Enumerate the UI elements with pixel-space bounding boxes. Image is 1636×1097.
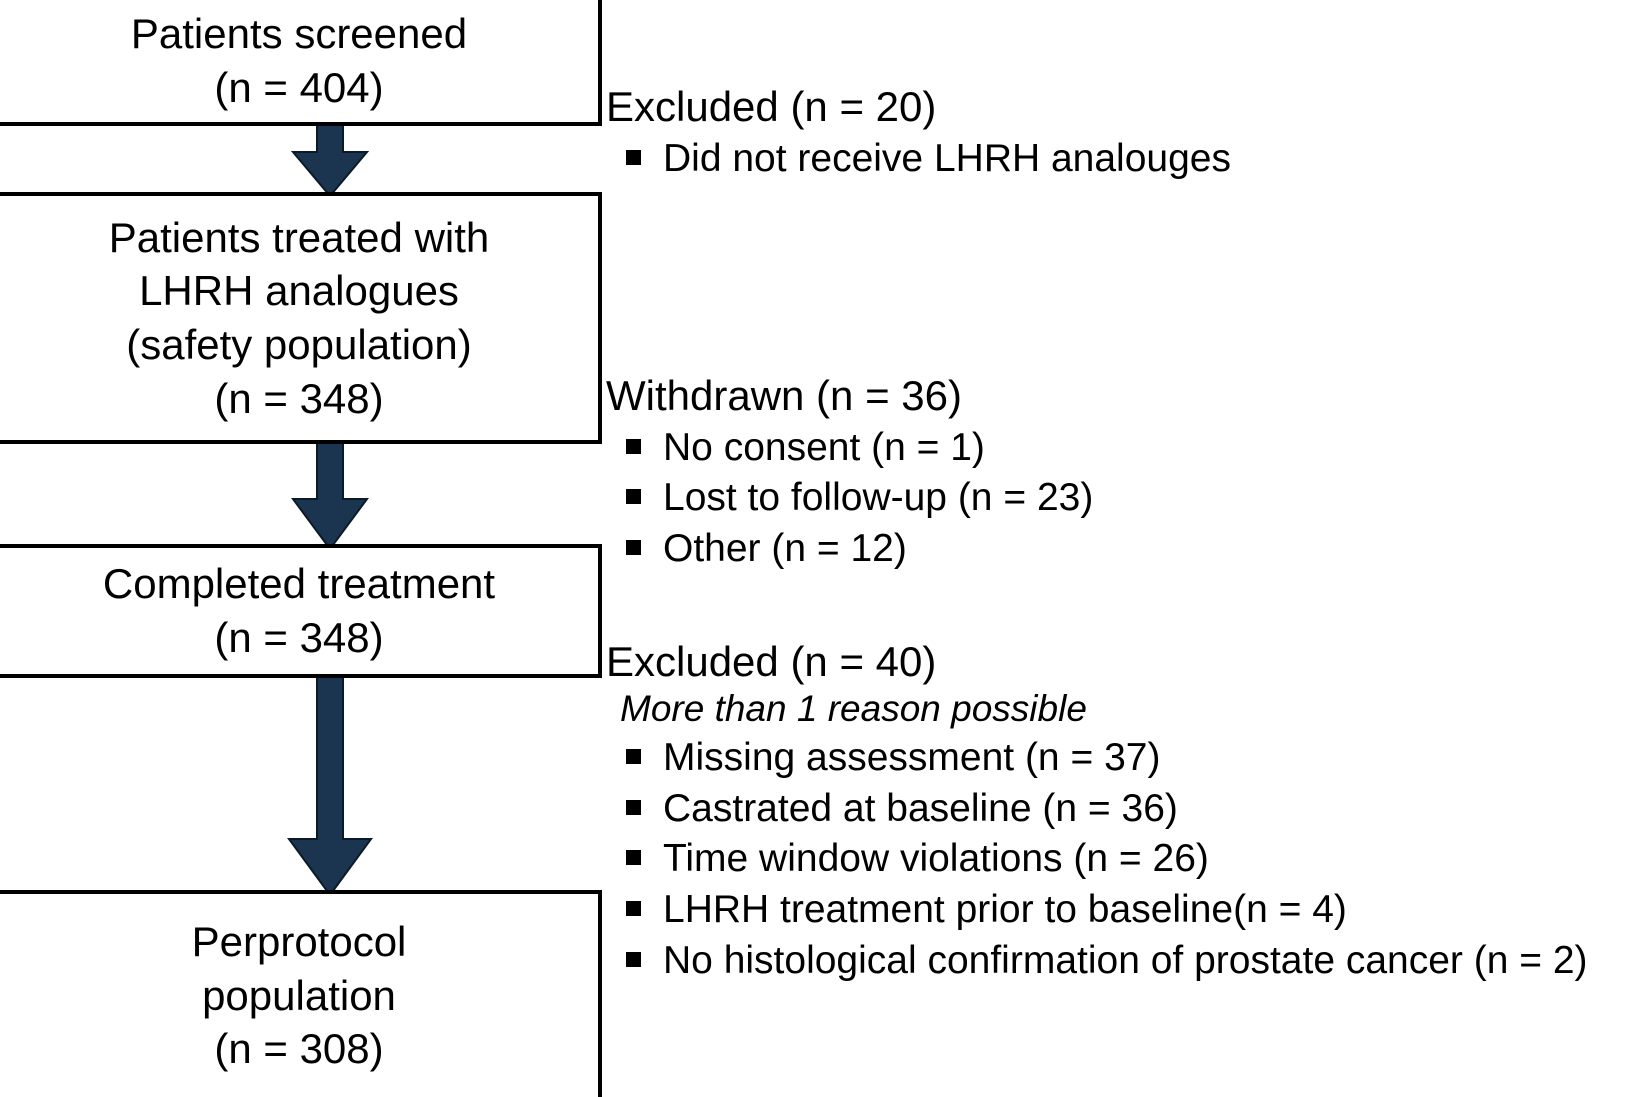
flow-box-patients-treated-count: (n = 348): [214, 374, 384, 422]
list-item: Lost to follow-up (n = 23): [606, 473, 1093, 524]
list-item-label: Did not receive LHRH analouges: [663, 136, 1231, 180]
flow-box-perprotocol-population: Perprotocol population (n = 308): [0, 890, 602, 1097]
note-withdrawn-36: Withdrawn (n = 36) No consent (n = 1) Lo…: [606, 371, 1093, 575]
flow-box-patients-screened-label: Patients screened: [130, 10, 468, 58]
flow-box-patients-treated-label-line3: (safety population): [126, 321, 472, 368]
note-excluded-40-subtitle: More than 1 reason possible: [620, 687, 1087, 729]
list-item: Castrated at baseline (n = 36): [606, 784, 1588, 835]
arrow-down-icon-treated-to-completed: [291, 437, 369, 549]
flow-box-completed-treatment-count: (n = 348): [214, 614, 384, 661]
list-item-label: Lost to follow-up (n = 23): [663, 476, 1094, 520]
list-item-label: LHRH treatment prior to baseline(n = 4): [663, 888, 1347, 931]
square-bullet-icon: [626, 850, 641, 866]
list-item: Other (n = 12): [606, 524, 1093, 575]
list-item-label: Missing assessment (n = 37): [663, 735, 1161, 779]
flow-box-patients-screened-count: (n = 404): [214, 64, 384, 111]
list-item: No histological confirmation of prostate…: [606, 936, 1588, 987]
list-item-label: No consent (n = 1): [663, 425, 985, 469]
flow-box-patients-treated-label-line1: Patients treated with: [108, 213, 490, 261]
list-item: No consent (n = 1): [606, 423, 1093, 474]
square-bullet-icon: [626, 748, 641, 764]
square-bullet-icon: [626, 799, 641, 815]
flow-box-perprotocol-population-label-line1: Perprotocol: [191, 917, 407, 965]
square-bullet-icon: [626, 951, 641, 967]
square-bullet-icon: [626, 149, 641, 165]
list-item-label: Time window violations (n = 26): [663, 837, 1209, 881]
list-item-label: No histological confirmation of prostate…: [663, 938, 1588, 982]
arrow-down-icon-screened-to-treated: [290, 118, 370, 196]
note-excluded-40-list: Missing assessment (n = 37) Castrated at…: [606, 733, 1588, 986]
note-excluded-20-title: Excluded (n = 20): [606, 83, 937, 130]
square-bullet-icon: [626, 901, 641, 916]
note-withdrawn-36-title: Withdrawn (n = 36): [606, 372, 962, 419]
list-item: Did not receive LHRH analouges: [606, 134, 1231, 185]
note-excluded-40-title: Excluded (n = 40): [606, 638, 937, 685]
list-item: Missing assessment (n = 37): [606, 733, 1588, 784]
list-item-label: Other (n = 12): [663, 526, 907, 570]
flow-box-completed-treatment: Completed treatment (n = 348): [0, 544, 602, 678]
flow-box-patients-screened: Patients screened (n = 404): [0, 0, 602, 126]
flow-box-perprotocol-population-count: (n = 308): [214, 1025, 384, 1073]
list-item: LHRH treatment prior to baseline(n = 4): [606, 885, 1588, 936]
flow-box-patients-treated-label-line2: LHRH analogues: [139, 267, 459, 315]
square-bullet-icon: [626, 438, 641, 454]
note-excluded-40: Excluded (n = 40) More than 1 reason pos…: [606, 637, 1588, 986]
flow-box-perprotocol-population-label-line2: population: [202, 971, 396, 1019]
square-bullet-icon: [626, 539, 641, 555]
list-item-label: Castrated at baseline (n = 36): [663, 786, 1178, 830]
note-excluded-20-list: Did not receive LHRH analouges: [606, 134, 1231, 185]
note-withdrawn-36-list: No consent (n = 1) Lost to follow-up (n …: [606, 423, 1093, 575]
flow-box-completed-treatment-label: Completed treatment: [102, 560, 496, 608]
arrow-down-icon-completed-to-perprotocol: [287, 671, 373, 895]
note-excluded-20: Excluded (n = 20) Did not receive LHRH a…: [606, 82, 1231, 184]
flow-box-patients-treated: Patients treated with LHRH analogues (sa…: [0, 192, 602, 444]
list-item: Time window violations (n = 26): [606, 834, 1588, 885]
square-bullet-icon: [626, 489, 641, 505]
